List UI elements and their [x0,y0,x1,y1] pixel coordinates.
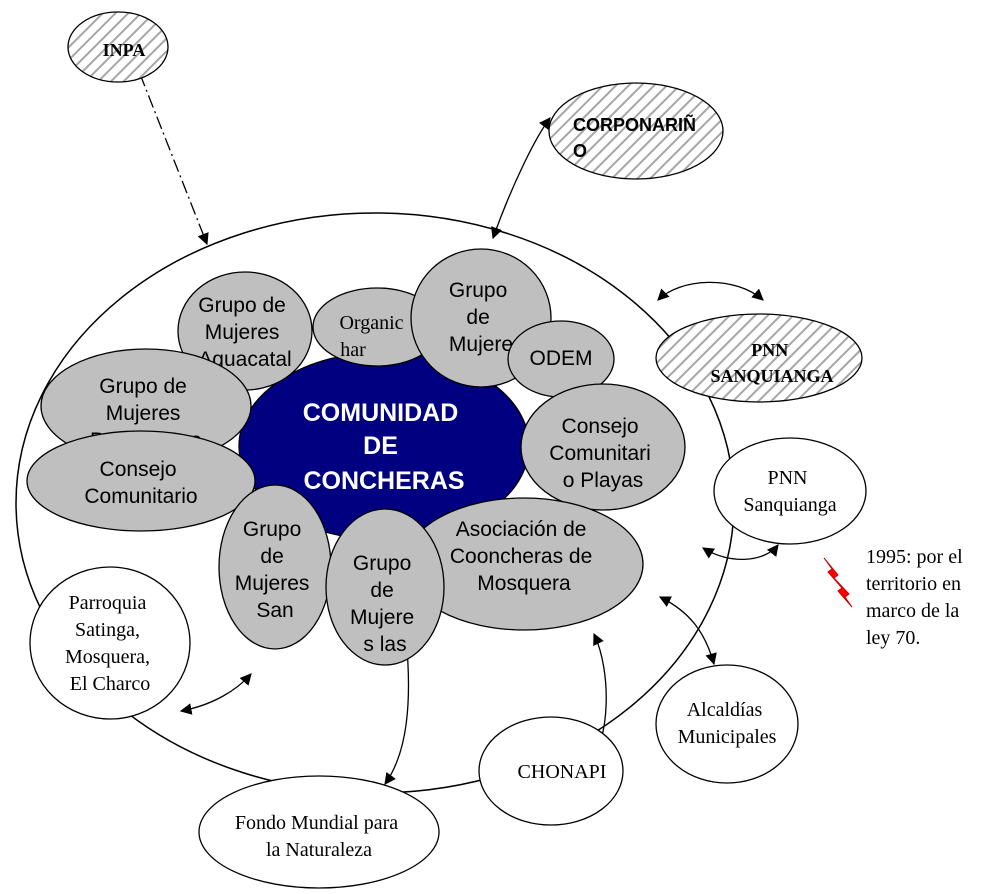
parroquia-line: Mosquera, [65,646,150,668]
group-consejo-comunitario: Consejo Comunitario [26,430,256,532]
group-aguacatal-line: Mujeres [205,321,280,344]
note-1995: 1995: por el territorio en marco de la l… [866,546,968,649]
pnn-sanquianga-node: PNN Sanquianga [713,437,867,545]
group-mujeres-top-line: Mujere [449,333,513,356]
center-line: DE [363,432,398,460]
svg-text:ODEM: ODEM [530,347,593,370]
group-las: Grupo de Mujere s las [325,508,445,666]
note-line: 1995: por el [866,546,963,568]
group-pangamosa-line: Grupo de [99,375,187,398]
corponarino-line: O [573,141,587,161]
pnn-white-line: PNN [767,467,807,489]
group-asociacion-line: Asociación de [456,518,587,541]
alcaldias-line: Municipales [678,726,777,748]
group-odem-line: ODEM [530,347,593,370]
center-label: COMUNIDAD DE CONCHERAS [303,399,466,495]
group-san-line: San [256,599,293,622]
svg-text:Grupo de Mujer: Grupo de Mujere s las [350,552,420,656]
svg-text:Grupo de Mujer: Grupo de Mujere [449,279,513,356]
svg-text:PNN Sanquianga: PNN Sanquianga [743,467,836,516]
group-asociacion-line: Mosquera [477,572,571,595]
group-aguacatal-line: Grupo de [198,294,286,317]
group-san-line: Grupo [243,518,301,541]
pnn-hatched-line: PNN [751,340,788,360]
svg-text:Consejo Comunitari: Consejo Comunitari o Playas [549,415,656,492]
group-san-line: Mujeres [235,572,310,595]
svg-text:CORPONARIÑ O: CORPONARIÑ O [573,114,701,161]
note-line: territorio en [866,573,961,595]
alcaldias-connector [658,596,717,666]
group-aguacatal-line: Aguacatal [198,348,291,371]
group-playas-line: o Playas [563,469,644,492]
chonapi-label: CHONAPI [518,761,607,783]
group-las-line: Mujere [350,606,414,629]
inpa-label: INPA [103,40,146,60]
svg-text:Parroquia Satinga,: Parroquia Satinga, Mosquera, El Charco [65,592,155,695]
fondo-mundial-node: Fondo Mundial para la Naturaleza [198,775,440,889]
svg-text:Alcaldías Municipales: Alcaldías Municipales [678,699,777,748]
parroquia-node: Parroquia Satinga, Mosquera, El Charco [29,566,191,720]
alcaldias-node: Alcaldías Municipales [655,664,799,784]
group-organic-line: Organic [339,312,403,334]
group-odem: ODEM [507,320,615,398]
svg-text:Grupo de Mujeres: Grupo de Mujeres Aguacatal [198,294,291,371]
parroquia-line: Satinga, [75,619,140,641]
pnn-sanquianga-hatched-node: PNN SANQUIANGA [655,313,863,403]
svg-text:Consejo Comunitario: Consejo Comunitario [84,458,197,508]
center-line: CONCHERAS [303,467,464,495]
pnn-hatched-line: SANQUIANGA [710,366,833,386]
center-line: COMUNIDAD [303,399,459,427]
group-mujeres-top-line: de [466,306,489,329]
group-pangamosa-line: Mujeres [106,402,181,425]
corponarino-line: CORPONARIÑ [573,114,696,135]
pnn-white-connector [702,544,779,560]
group-las-line: Grupo [353,552,411,575]
group-consejo-line: Consejo [100,458,177,481]
fondo-line: Fondo Mundial para [235,812,398,834]
group-asociacion-line: Cooncheras de [450,545,592,568]
group-organic: Organic har [312,287,442,367]
group-consejo-line: Comunitario [84,485,197,508]
svg-text:PNN SANQUIANGA: PNN SANQUIANGA [710,340,833,386]
corponarino-connector [491,117,551,240]
fondo-line: la Naturaleza [266,839,372,861]
pnn-white-line: Sanquianga [743,494,836,516]
group-playas-line: Comunitari [549,442,651,465]
corponarino-node: CORPONARIÑ O [548,82,724,180]
svg-text:Asociación de Cooncher: Asociación de Cooncheras de Mosquera [450,518,598,595]
group-organic-line: har [340,339,366,361]
chonapi-node: CHONAPI [478,716,624,826]
group-san-line: de [260,545,283,568]
group-las-line: s las [363,633,406,656]
parroquia-line: El Charco [70,673,151,695]
pnn-hatched-connector [657,281,764,301]
group-playas-line: Consejo [562,415,639,438]
svg-text:Organic har: Organic har [339,312,408,361]
group-san: Grupo de Mujeres San [218,484,332,650]
alcaldias-line: Alcaldías [687,699,763,721]
group-consejo-playas: Consejo Comunitari o Playas [520,383,686,511]
group-las-line: de [370,579,393,602]
svg-text:Grupo de Mujer: Grupo de Mujeres San [235,518,316,622]
parroquia-line: Parroquia [69,592,147,614]
parroquia-connector [179,673,252,715]
lightning-icon [823,557,853,608]
note-line: marco de la [866,600,959,622]
svg-text:Fondo Mundial para la Na: Fondo Mundial para la Naturaleza [235,812,403,861]
inpa-node: INPA [67,11,169,83]
inpa-connector [139,73,209,246]
note-line: ley 70. [866,627,920,649]
group-mujeres-top-line: Grupo [449,279,507,302]
group-asociacion: Asociación de Cooncheras de Mosquera [404,497,644,631]
